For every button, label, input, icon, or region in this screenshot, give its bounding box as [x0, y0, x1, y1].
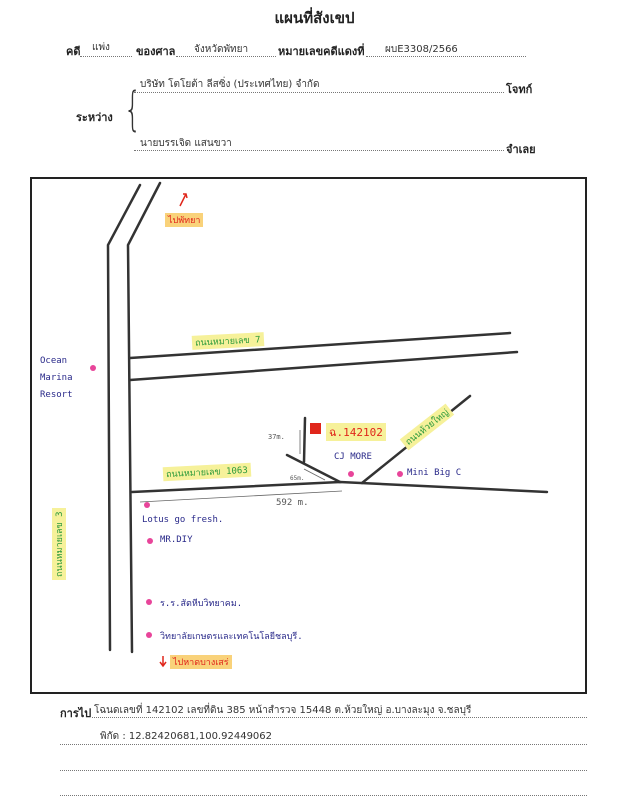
road-3-west-edge [106, 183, 142, 652]
case-type: แพ่ง [92, 42, 110, 53]
mrdiy-label: MR.DIY [160, 535, 193, 545]
plaintiff-name: บริษัท โตโยต้า ลีสซิ่ง (ประเทศไทย) จำกัด [140, 79, 320, 90]
poi-dot-cj-more [348, 471, 354, 477]
case-number-label: หมายเลขคดีแดงที่ [278, 45, 365, 58]
college-label: วิทยาลัยเกษตรและเทคโนโลยีชลบุรี. [160, 632, 303, 642]
poi-dot-mini-bigc [397, 471, 403, 477]
lotus-label: Lotus go fresh. [142, 515, 224, 525]
coordinates-text: พิกัด : 12.82420681,100.92449062 [100, 731, 273, 742]
dist-592-marker [139, 490, 343, 503]
arrow-down-icon [159, 656, 167, 668]
poi-dot-mrdiy [147, 538, 153, 544]
school-label: ร.ร.สัตหีบวิทยาคม. [160, 599, 243, 609]
case-number: ผบE3308/2566 [385, 44, 458, 55]
road-3-east-edge [126, 181, 162, 654]
plot-label: ฉ.142102 [326, 423, 386, 441]
arrow-up-icon [179, 193, 188, 207]
ocean-marina-line-2: Marina [40, 373, 73, 383]
ocean-marina-line-1: Ocean [40, 356, 68, 366]
directions-label: การไป [60, 707, 92, 720]
to-bang-saray-label: ไปหาดบางเสร่ [170, 655, 232, 669]
court-label: ของศาล [136, 45, 176, 58]
road-7-south-edge [128, 350, 519, 382]
access-road [302, 416, 307, 464]
road-1063 [130, 480, 549, 494]
side-road [285, 453, 342, 484]
ocean-marina-label: Ocean Marina Resort [40, 353, 73, 404]
ocean-marina-line-3: Resort [40, 390, 73, 400]
road-3-label: ถนนหมายเลข 3 [52, 508, 66, 580]
distance-65m: 65m. [290, 475, 305, 482]
distance-592m: 592 m. [276, 498, 309, 508]
brace: { [123, 82, 142, 136]
page-title: แผนที่สังเขป [274, 9, 355, 27]
between-label: ระหว่าง [76, 111, 113, 124]
dist-65-marker [303, 468, 326, 481]
distance-37m: 37m. [268, 433, 285, 441]
map-frame [30, 177, 587, 694]
plaintiff-label: โจทก์ [506, 83, 533, 96]
defendant-name: นายบรรเจิด แสนขวา [140, 138, 232, 149]
poi-dot-lotus [144, 502, 150, 508]
mini-bigc-label: Mini Big C [407, 468, 462, 478]
poi-dot-school [146, 599, 152, 605]
poi-dot-college [146, 632, 152, 638]
directions-text: โฉนดเลขที่ 142102 เลขที่ดิน 385 หน้าสำรว… [94, 705, 472, 716]
road-7-north-edge [128, 331, 512, 360]
cj-more-label: CJ MORE [334, 452, 372, 462]
court-name: จังหวัดพัทยา [194, 44, 249, 55]
poi-dot-ocean-marina [90, 365, 96, 371]
plot-marker [310, 423, 321, 434]
defendant-label: จำเลย [506, 143, 536, 156]
case-label: คดี [66, 45, 81, 58]
to-pattaya-label: ไปพัทยา [165, 213, 204, 227]
